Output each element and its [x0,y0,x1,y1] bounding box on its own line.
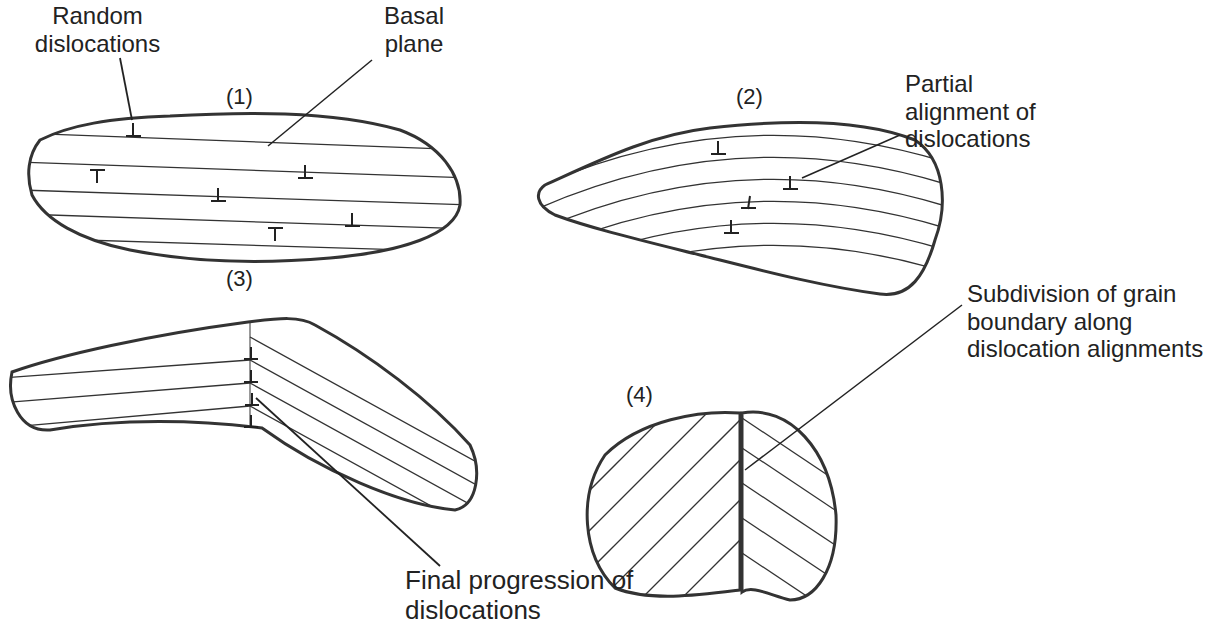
callout-label: Final progression of dislocations [405,566,685,626]
grain-outline [538,122,942,294]
callout-number: (3) [226,266,253,291]
leader-line [120,58,132,120]
callout-label: Subdivision of grain boundary along disl… [967,280,1215,363]
leader-line [802,135,900,178]
grain-outline [29,113,460,261]
dislocation-symbols [90,123,360,241]
callout-label: Partial alignment of dislocations [905,70,1083,153]
basal-planes [730,410,850,625]
grain-1 [20,113,470,261]
grain-outline [742,412,836,600]
dislocation-symbols [711,141,798,233]
leader-line [745,305,962,470]
basal-planes [20,133,470,252]
callout-number: (4) [626,382,653,407]
callout-number: (1) [226,84,253,109]
basal-planes [530,135,955,300]
leader-line [256,398,440,566]
leader-line [268,60,372,146]
callout-label: Basal plane [368,2,460,57]
callout-label: Random dislocations [30,2,165,57]
basal-planes [0,310,500,566]
dislocation-symbols [244,347,259,427]
callout-number: (2) [736,84,763,109]
grain-2 [530,122,955,300]
grain-3 [0,310,500,566]
grain-outline [11,319,477,510]
